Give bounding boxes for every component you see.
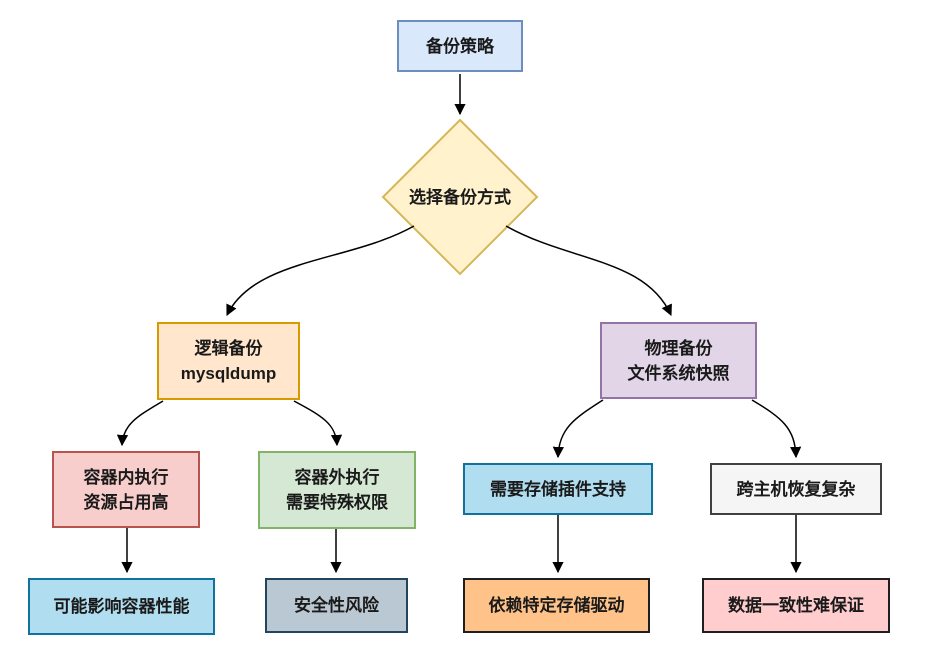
node-cross-host: 跨主机恢复复杂 <box>710 463 882 515</box>
node-label: 容器内执行 <box>83 467 169 487</box>
node-storage-driver: 依赖特定存储驱动 <box>463 578 650 633</box>
node-perf-impact: 可能影响容器性能 <box>28 578 215 635</box>
edge-choose-method-to-physical-backup <box>505 225 672 317</box>
node-choose-method-label: 选择备份方式 <box>409 188 511 207</box>
node-label: 跨主机恢复复杂 <box>736 479 856 499</box>
node-label: 物理备份 <box>644 338 713 358</box>
node-label: 安全性风险 <box>294 596 379 615</box>
node-label: 文件系统快照 <box>627 363 730 383</box>
diamond-choose-method <box>381 118 539 276</box>
node-in-container: 容器内执行 资源占用高 <box>52 451 200 528</box>
node-label: 容器外执行 <box>294 468 380 487</box>
edge-logical-backup-to-out-container <box>293 400 343 447</box>
node-storage-plugin: 需要存储插件支持 <box>463 463 653 515</box>
node-label: 可能影响容器性能 <box>53 597 190 616</box>
node-label: mysqldump <box>180 364 277 383</box>
node-data-consistency: 数据一致性难保证 <box>702 578 890 633</box>
node-physical-backup: 物理备份 文件系统快照 <box>600 322 757 399</box>
edge-choose-method-to-logical-backup <box>226 225 415 317</box>
edge-physical-backup-to-cross-host <box>751 399 802 459</box>
node-label: 需要存储插件支持 <box>490 479 626 499</box>
node-label: 数据一致性难保证 <box>728 596 864 615</box>
node-logical-backup: 逻辑备份 mysqldump <box>157 322 300 400</box>
node-backup-strategy: 备份策略 <box>397 20 523 72</box>
edge-physical-backup-to-storage-plugin <box>552 399 604 459</box>
node-security-risk: 安全性风险 <box>265 578 408 633</box>
node-label: 依赖特定存储驱动 <box>488 596 625 615</box>
edge-logical-backup-to-in-container <box>116 400 164 447</box>
node-label: 备份策略 <box>426 36 494 56</box>
node-label: 逻辑备份 <box>194 339 263 358</box>
node-out-container: 容器外执行 需要特殊权限 <box>258 451 416 529</box>
node-label: 需要特殊权限 <box>286 493 388 512</box>
node-label: 资源占用高 <box>83 492 169 512</box>
